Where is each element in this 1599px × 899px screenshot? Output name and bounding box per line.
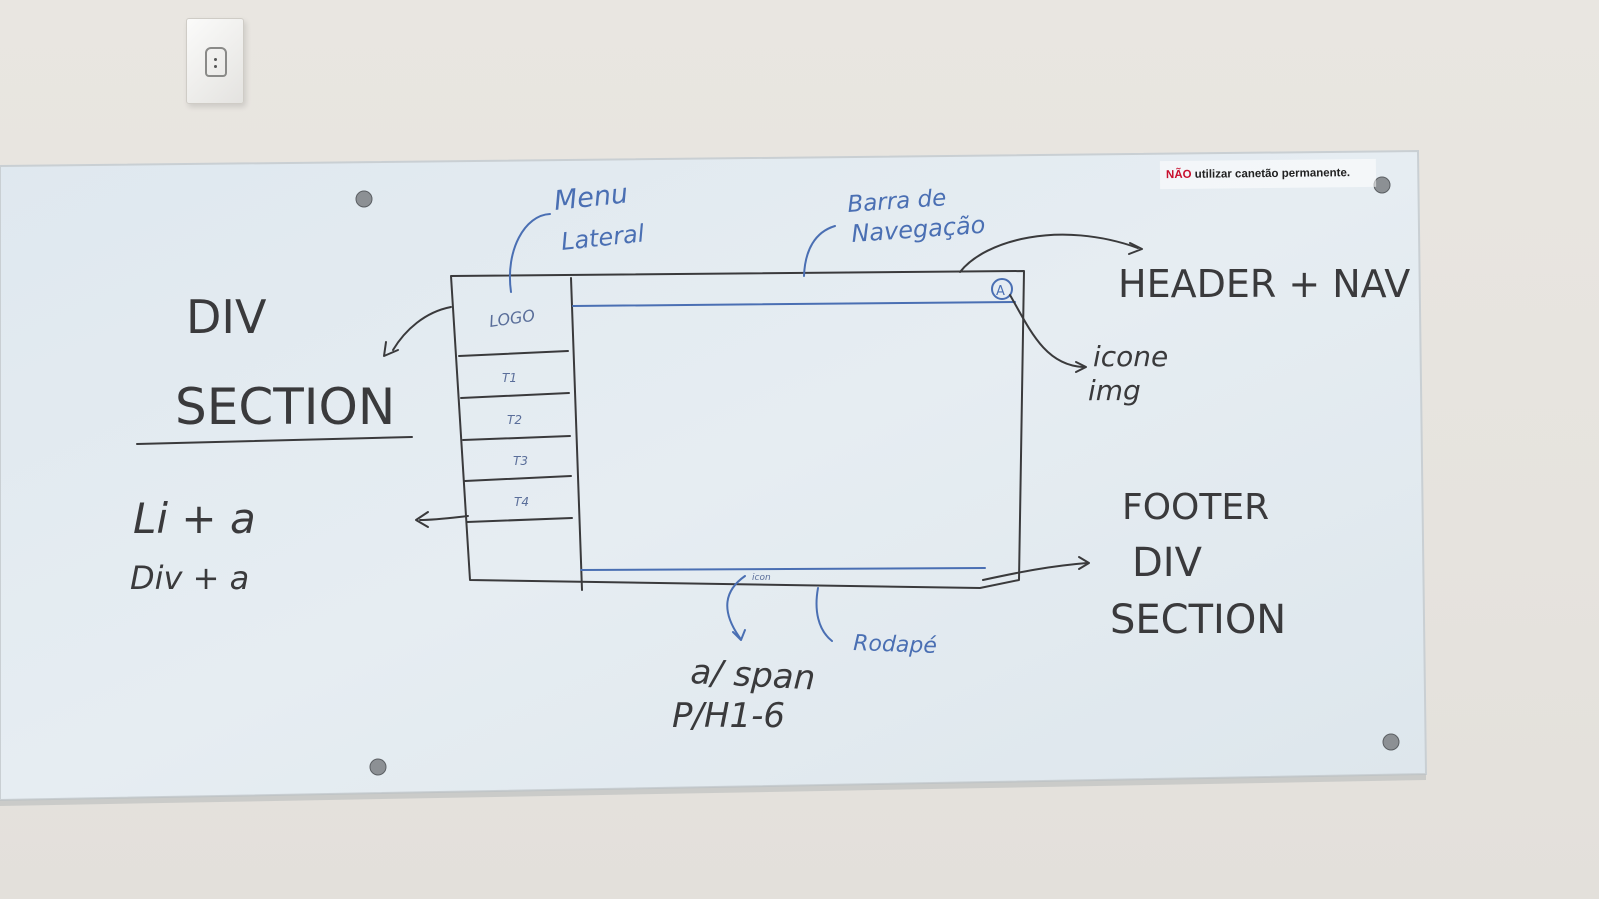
sketch-menu-item-1: T1 [502, 371, 517, 385]
whiteboard-glass [0, 149, 1428, 802]
label-header-nav: HEADER + NAV [1118, 262, 1410, 306]
wireframe-blue-lines [572, 278, 1016, 571]
wall-outlet [186, 18, 244, 104]
label-section-left: SECTION [175, 378, 395, 436]
label-div-left: DIV [186, 290, 267, 344]
label-div-right: DIV [1132, 540, 1203, 586]
label-img: img [1088, 374, 1141, 407]
sketch-menu-item-4: T4 [514, 495, 529, 509]
label-p-h: P/H1-6 [672, 696, 785, 736]
mounting-screws [355, 176, 1400, 776]
warning-text: utilizar canetão permanente. [1191, 167, 1351, 181]
label-icone: icone [1093, 340, 1168, 373]
sketch-menu-item-2: T2 [507, 413, 522, 427]
wireframe-sketch [450, 270, 1025, 591]
label-section-right: SECTION [1110, 597, 1286, 643]
section-underline [136, 436, 413, 445]
label-menu-lateral-2: Lateral [560, 219, 646, 256]
label-barra-1: Barra de [847, 185, 948, 218]
outlet-socket [205, 47, 227, 77]
sketch-menu-item-3: T3 [513, 454, 528, 468]
label-div-a: Div + a [130, 559, 249, 597]
label-footer: FOOTER [1122, 487, 1269, 528]
warning-sticker: NÃO utilizar canetão permanente. [1159, 158, 1377, 190]
label-a-span: a/ span [690, 652, 817, 698]
warning-emphasis: NÃO [1165, 168, 1192, 182]
sketch-avatar-letter: A [996, 284, 1005, 299]
label-li-a: Li + a [133, 494, 256, 543]
label-barra-2: Navegação [850, 211, 986, 248]
label-menu-lateral-1: Menu [552, 178, 629, 217]
label-rodape: Rodapé [853, 631, 938, 659]
annotation-arrows [383, 233, 1143, 581]
annotation-arrows-blue [508, 213, 836, 642]
sketch-logo: LOGO [488, 306, 536, 331]
sketch-footer-icon-label: icon [752, 573, 771, 583]
